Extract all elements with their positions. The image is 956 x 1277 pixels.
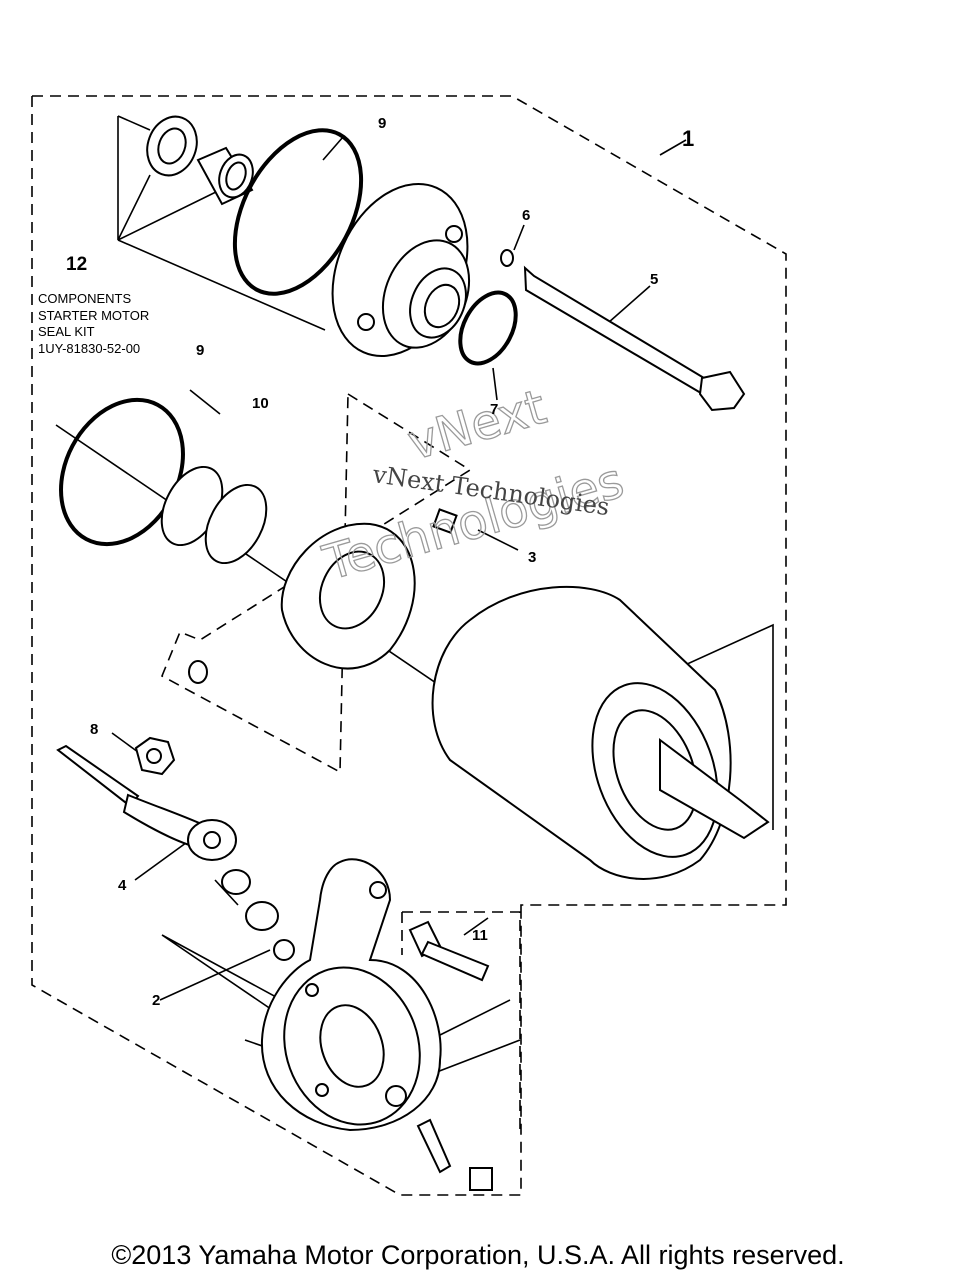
brush-plate [188, 508, 458, 684]
callout-2: 2 [152, 992, 160, 1009]
callout-7: 7 [490, 401, 498, 418]
watermark: vNext Technologies vNext Technologies [316, 378, 630, 592]
callout-12: 12 [66, 254, 87, 275]
mounting-bolt [408, 920, 490, 982]
oil-seal [146, 115, 198, 177]
yoke-housing [431, 585, 770, 880]
callout-9-upper: 9 [378, 115, 386, 132]
callout-8: 8 [90, 721, 98, 738]
callout-5: 5 [650, 271, 658, 288]
kit-note-line-2: STARTER MOTOR [38, 307, 150, 323]
shim-b [204, 483, 268, 565]
kit-note-line-3: SEAL KIT [38, 324, 95, 339]
callout-1: 1 [682, 126, 694, 151]
seal-kit-note: COMPONENTS STARTER MOTOR SEAL KIT 1UY-81… [38, 291, 149, 357]
nut [134, 736, 176, 776]
o-ring-small [458, 290, 518, 366]
small-washer [500, 249, 514, 267]
callouts: 1 2 3 4 5 6 7 8 9 9 10 11 12 [66, 115, 694, 1009]
washer-2b [245, 901, 279, 931]
kit-note-line-4: 1UY-81830-52-00 [38, 340, 141, 356]
lead-wire [56, 744, 237, 861]
terminal-bolt [416, 1118, 493, 1191]
rear-cover [260, 858, 442, 1132]
washer-2a [221, 869, 251, 895]
callout-9-lower: 9 [196, 342, 204, 359]
needle-bearing [196, 146, 254, 206]
callout-4: 4 [118, 877, 127, 894]
callout-6: 6 [522, 207, 530, 224]
callout-11: 11 [472, 927, 488, 944]
front-cover [331, 183, 471, 357]
svg-text:vNext: vNext [402, 379, 552, 471]
assembly-boundary [31, 95, 787, 1196]
o-ring-upper [232, 128, 364, 296]
kit-note-line-1: COMPONENTS [38, 291, 132, 306]
bolt-group-boundary [401, 911, 521, 1135]
through-bolt [523, 265, 746, 412]
copyright-footer: ©2013 Yamaha Motor Corporation, U.S.A. A… [111, 1240, 845, 1270]
callout-10: 10 [252, 395, 269, 412]
washer-2c [273, 939, 295, 961]
callout-3: 3 [528, 549, 536, 566]
